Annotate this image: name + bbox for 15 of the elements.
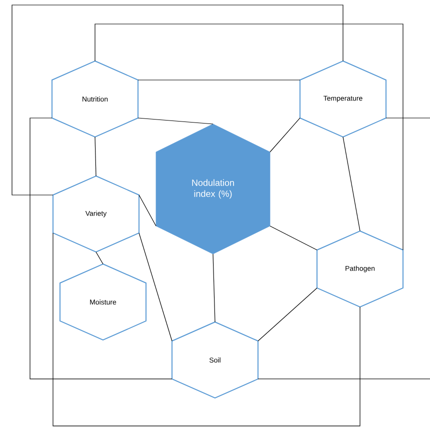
connector-line — [12, 4, 344, 196]
central-hexagon: Nodulation index (%) — [156, 124, 270, 254]
connector-line — [270, 118, 300, 152]
connector-line — [270, 226, 318, 250]
connector-line — [342, 136, 360, 232]
connector-line — [258, 378, 430, 380]
connector-line — [138, 232, 172, 342]
connector-line — [30, 118, 172, 380]
connector-line — [212, 254, 216, 322]
connector-line — [52, 232, 360, 426]
connector-line — [138, 118, 214, 124]
connector-line — [258, 288, 318, 342]
connector-line — [94, 24, 404, 250]
connector-line — [96, 252, 104, 264]
connector-line — [94, 136, 96, 176]
